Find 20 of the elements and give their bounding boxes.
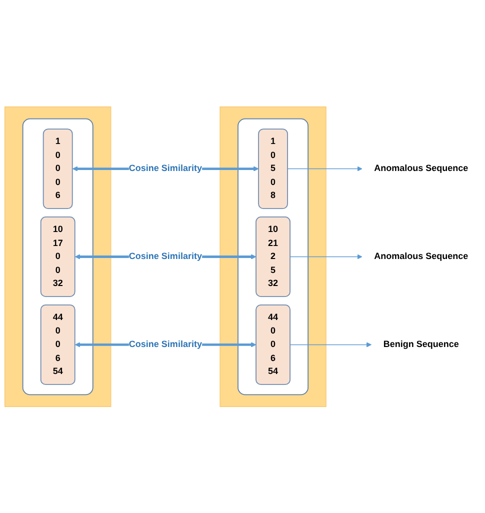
node-text: Anomalous Sequence [374, 250, 468, 262]
arrow [287, 166, 362, 172]
node-box [42, 128, 73, 209]
node-box [258, 128, 288, 209]
node-box [40, 216, 76, 297]
node-box [256, 304, 290, 385]
diagram-drawing: Cosine Similarity Cosine Similarity Cosine Similarity 1 0 0 0 6 10 17 0 0 32 44 0 0 6 54 1 0 5 0 8 10 21 2 5 32 44 0 0 6 54 Anomalous Sequence Anomalous Sequence Benign Sequence [0, 102, 485, 412]
cluster [4, 106, 112, 407]
cluster [238, 118, 308, 395]
cluster [22, 118, 94, 395]
arrow [290, 254, 362, 260]
arrow [290, 342, 372, 348]
cluster [220, 106, 326, 407]
edge-label: Cosine Similarity [128, 338, 202, 350]
node-text: Anomalous Sequence [374, 162, 468, 174]
edge-label: Cosine Similarity [128, 250, 202, 262]
edge-label: Cosine Similarity [128, 162, 202, 174]
node-box [40, 304, 76, 385]
node-text: Benign Sequence [383, 338, 459, 350]
node-box [256, 216, 290, 297]
